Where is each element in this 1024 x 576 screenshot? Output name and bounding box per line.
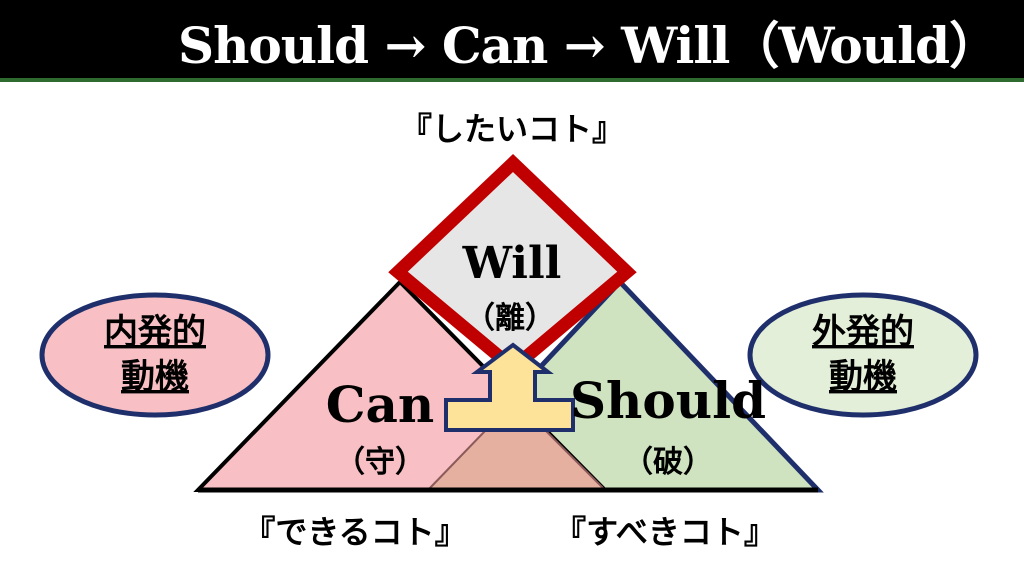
can-label: Can [326,375,435,434]
up-arrow-icon [444,342,575,432]
should-label: Should [570,371,766,430]
top-label: 『したいコト』 [400,110,624,148]
will-sub: （離） [465,301,555,336]
can-sub: （守） [335,445,425,480]
will-label: Will [462,238,562,289]
should-sub: （破） [623,445,713,480]
bottom-left-label: 『できるコト』 [243,513,466,551]
extrinsic-line2: 動機 [829,357,897,397]
intrinsic-motivation-ellipse [39,292,271,418]
page-title: Should → Can → Will（Would） [178,16,999,75]
extrinsic-line1: 外発的 [812,312,914,352]
intrinsic-line2: 動機 [121,357,189,397]
intrinsic-line1: 内発的 [104,312,206,352]
bottom-right-label: 『すべきコト』 [554,513,776,551]
title-bar: Should → Can → Will（Would） [0,0,1024,82]
extrinsic-motivation-ellipse [747,292,979,418]
